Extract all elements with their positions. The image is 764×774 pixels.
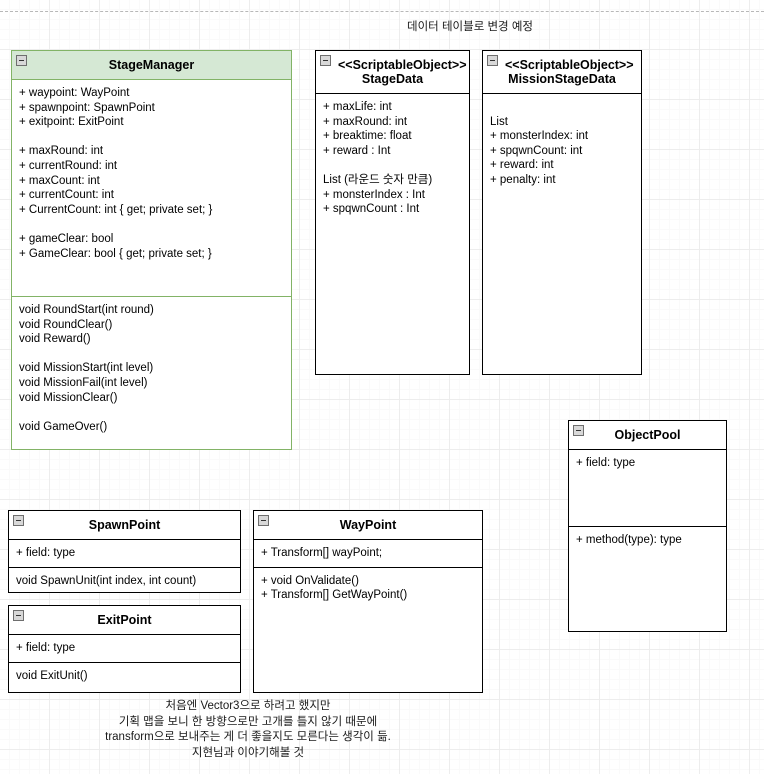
class-methods-stage-manager: void RoundStart(int round) void RoundCle…: [12, 296, 291, 449]
class-attributes-spawn-point: + field: type: [16, 547, 76, 559]
collapse-icon[interactable]: [13, 515, 24, 526]
class-methods-spawn-point: void SpawnUnit(int index, int count): [9, 566, 240, 595]
class-box-exit-point[interactable]: ExitPoint + field: type void ExitUnit(): [8, 605, 241, 693]
class-box-spawn-point[interactable]: SpawnPoint + field: type void SpawnUnit(…: [8, 510, 241, 593]
collapse-icon[interactable]: [573, 425, 584, 436]
class-stereotype-label: <<ScriptableObject>>: [505, 58, 634, 72]
collapse-icon[interactable]: [258, 515, 269, 526]
class-attributes-object-pool: + field: type: [576, 457, 636, 469]
collapse-icon[interactable]: [16, 55, 27, 66]
collapse-icon[interactable]: [487, 55, 498, 66]
collapse-icon[interactable]: [320, 55, 331, 66]
class-name-label: StageManager: [108, 58, 195, 72]
class-methods-exit-point: void ExitUnit(): [9, 661, 240, 692]
class-header-stage-manager: StageManager: [12, 51, 291, 80]
class-header-exit-point: ExitPoint: [9, 606, 240, 635]
class-attributes-mission-stage-data: List + monsterIndex: int + spqwnCount: i…: [490, 115, 589, 186]
class-name-label: SpawnPoint: [88, 518, 161, 532]
class-attributes-way-point: + Transform[] wayPoint;: [261, 547, 383, 559]
class-box-object-pool[interactable]: ObjectPool + field: type + method(type):…: [568, 420, 727, 632]
class-name-label: WayPoint: [339, 518, 397, 532]
class-header-way-point: WayPoint: [254, 511, 482, 540]
class-name-label: MissionStageData: [508, 72, 616, 86]
class-box-mission-stage-data[interactable]: <<ScriptableObject>> MissionStageData Li…: [482, 50, 642, 375]
class-attributes-stage-data: + maxLife: int + maxRound: int + breakti…: [323, 101, 433, 216]
class-header-mission-stage-data: <<ScriptableObject>> MissionStageData: [483, 51, 641, 94]
class-attributes-stage-manager: + waypoint: WayPoint + spawnpoint: Spawn…: [19, 87, 213, 260]
class-attributes-exit-point: + field: type: [16, 642, 76, 654]
note-top: 데이터 테이블로 변경 예정: [407, 21, 533, 33]
class-name-label: StageData: [361, 72, 424, 86]
page-boundary-dashed-line: [0, 11, 764, 12]
class-methods-object-pool: + method(type): type: [569, 526, 726, 631]
class-name-label: ExitPoint: [97, 613, 152, 627]
class-box-way-point[interactable]: WayPoint + Transform[] wayPoint; + void …: [253, 510, 483, 693]
class-name-label: ObjectPool: [614, 428, 681, 442]
class-header-object-pool: ObjectPool: [569, 421, 726, 450]
class-header-stage-data: <<ScriptableObject>> StageData: [316, 51, 469, 94]
collapse-icon[interactable]: [13, 610, 24, 621]
class-methods-way-point: + void OnValidate() + Transform[] GetWay…: [254, 566, 482, 692]
class-header-spawn-point: SpawnPoint: [9, 511, 240, 540]
class-stereotype-label: <<ScriptableObject>>: [338, 58, 467, 72]
class-box-stage-data[interactable]: <<ScriptableObject>> StageData + maxLife…: [315, 50, 470, 375]
note-bottom: 처음엔 Vector3으로 하려고 했지만 기획 맵을 보니 한 방향으로만 고…: [105, 700, 391, 759]
class-box-stage-manager[interactable]: StageManager + waypoint: WayPoint + spaw…: [11, 50, 292, 450]
